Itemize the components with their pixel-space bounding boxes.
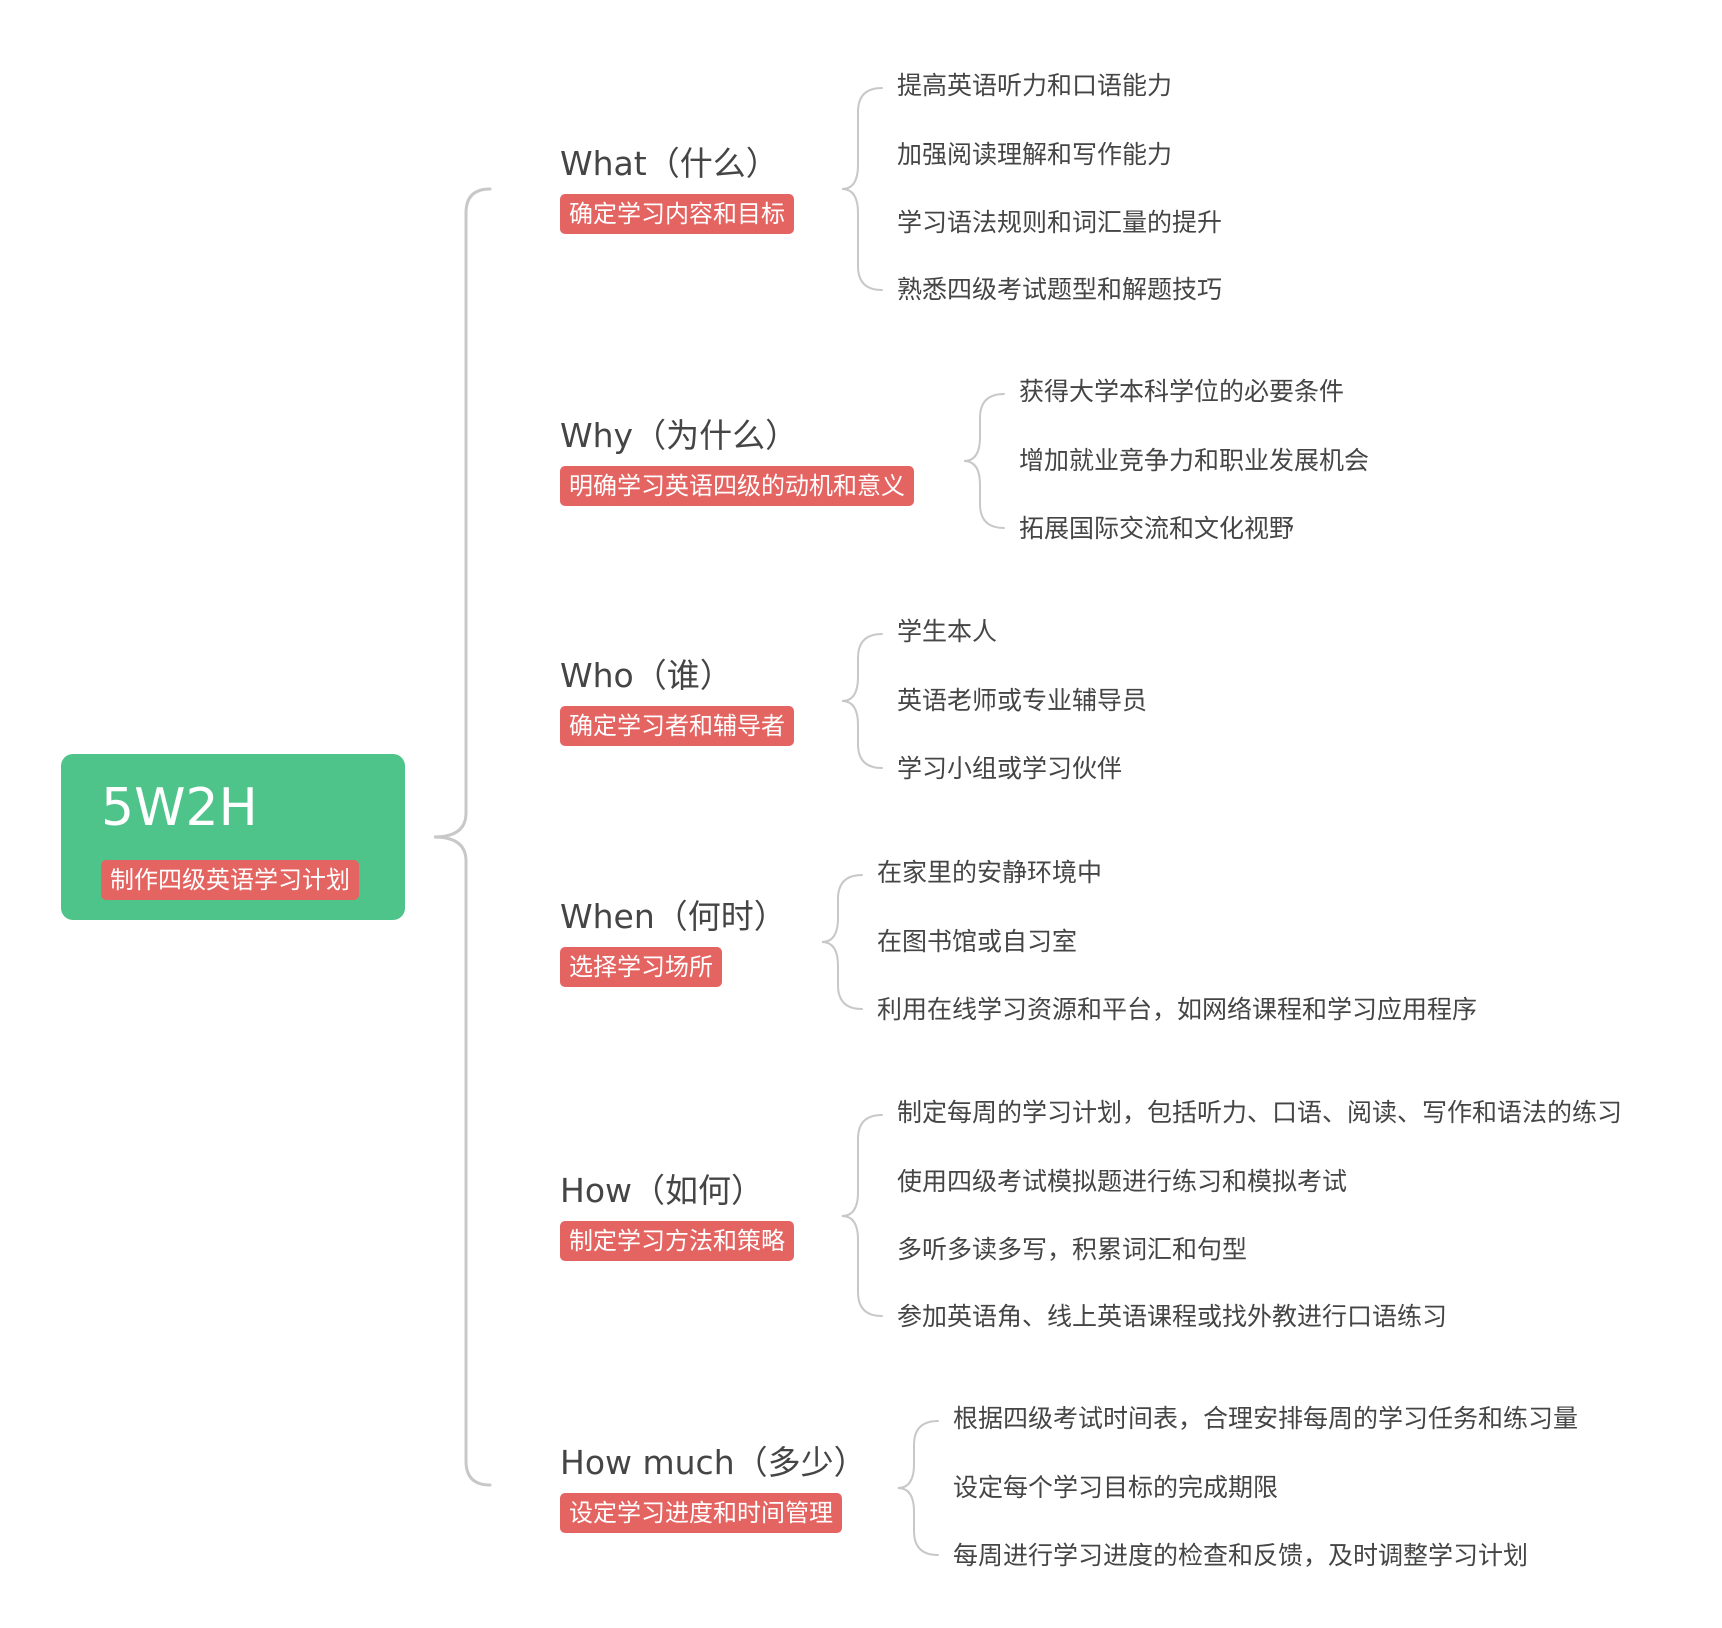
leaf-item[interactable]: 每周进行学习进度的检查和反馈，及时调整学习计划 [953,1541,1529,1570]
leaf-item[interactable]: 学生本人 [897,617,998,646]
leaf-item[interactable]: 使用四级考试模拟题进行练习和模拟考试 [897,1167,1348,1196]
branch-brace-0 [841,87,883,291]
branch-title: How much（多少） [560,1443,867,1482]
leaf-item[interactable]: 制定每周的学习计划，包括听力、口语、阅读、写作和语法的练习 [897,1098,1623,1127]
branch-tag: 制定学习方法和策略 [560,1221,794,1261]
branch-title: When（何时） [560,897,787,936]
branch-brace-5 [897,1420,939,1556]
branch-why[interactable]: Why（为什么） 明确学习英语四级的动机和意义 [560,414,914,506]
branch-brace-2 [841,633,883,769]
leaf-item[interactable]: 利用在线学习资源和平台，如网络课程和学习应用程序 [877,995,1478,1024]
leaf-item[interactable]: 多听多读多写，积累词汇和句型 [897,1235,1248,1264]
main-brace [433,187,492,1487]
leaf-item[interactable]: 参加英语角、线上英语课程或找外教进行口语练习 [897,1302,1448,1331]
branch-what[interactable]: What（什么） 确定学习内容和目标 [560,142,794,234]
branch-brace-4 [841,1114,883,1317]
leaf-item[interactable]: 熟悉四级考试题型和解题技巧 [897,275,1223,304]
branch-title: Who（谁） [560,656,733,695]
leaf-item[interactable]: 学习语法规则和词汇量的提升 [897,208,1223,237]
leaf-item[interactable]: 在图书馆或自习室 [877,927,1078,956]
branch-when[interactable]: When（何时） 选择学习场所 [560,895,787,987]
leaf-item[interactable]: 加强阅读理解和写作能力 [897,140,1173,169]
branch-brace-1 [963,393,1005,529]
leaf-item[interactable]: 增加就业竞争力和职业发展机会 [1019,446,1370,475]
branch-title: Why（为什么） [560,416,799,455]
branch-tag: 选择学习场所 [560,947,722,987]
branch-title: How（如何） [560,1171,764,1210]
leaf-item[interactable]: 学习小组或学习伙伴 [897,754,1123,783]
root-tag: 制作四级英语学习计划 [101,860,359,900]
branch-title: What（什么） [560,144,779,183]
branch-who[interactable]: Who（谁） 确定学习者和辅导者 [560,654,794,746]
leaf-item[interactable]: 提高英语听力和口语能力 [897,71,1173,100]
leaf-item[interactable]: 拓展国际交流和文化视野 [1019,514,1295,543]
root-topic[interactable]: 5W2H 制作四级英语学习计划 [61,754,405,920]
branch-tag: 设定学习进度和时间管理 [560,1493,842,1533]
leaf-item[interactable]: 设定每个学习目标的完成期限 [953,1473,1279,1502]
branch-tag: 确定学习者和辅导者 [560,706,794,746]
branch-how[interactable]: How（如何） 制定学习方法和策略 [560,1169,794,1261]
leaf-item[interactable]: 在家里的安静环境中 [877,858,1103,887]
leaf-item[interactable]: 获得大学本科学位的必要条件 [1019,377,1345,406]
branch-brace-3 [821,874,863,1010]
leaf-item[interactable]: 英语老师或专业辅导员 [897,686,1148,715]
branch-tag: 明确学习英语四级的动机和意义 [560,466,914,506]
root-title: 5W2H [101,778,258,838]
leaf-item[interactable]: 根据四级考试时间表，合理安排每周的学习任务和练习量 [953,1404,1579,1433]
branch-tag: 确定学习内容和目标 [560,194,794,234]
branch-how-much[interactable]: How much（多少） 设定学习进度和时间管理 [560,1441,867,1533]
